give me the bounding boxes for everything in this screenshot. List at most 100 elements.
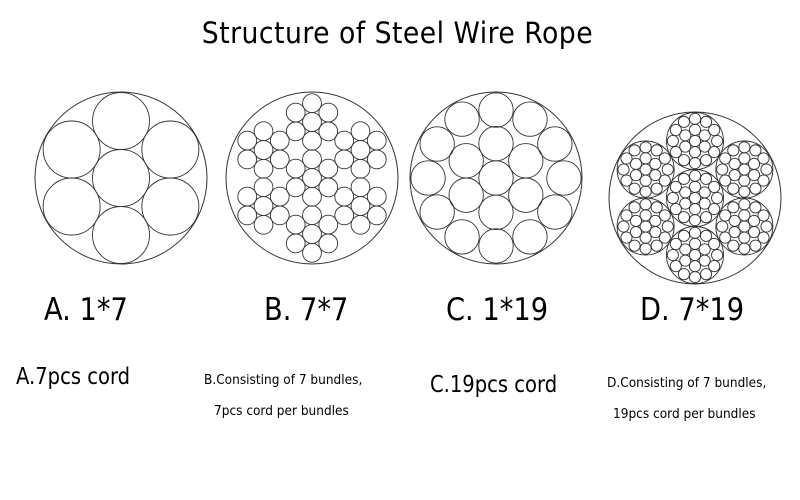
rope-d-bundle-outer-wire <box>661 163 674 176</box>
rope-d-bundle-outer-wire <box>669 123 682 136</box>
rope-d-bundle-outer-wire <box>727 201 740 214</box>
rope-d-bundle-outer-wire <box>628 144 641 157</box>
rope-d-bundle-outer-wire <box>708 260 721 273</box>
rope-a-center-wire <box>92 149 150 207</box>
rope-d-core-bundle-inner-wire <box>698 197 711 210</box>
rope-d-bundle-outer-wire <box>677 154 690 167</box>
rope-d-bundle-outline <box>715 197 774 256</box>
rope-b-core-strand-outer-wire <box>302 186 322 207</box>
rope-b-strand-center-wire <box>350 196 371 216</box>
rope-d-bundle-inner-wire <box>748 226 761 239</box>
rope-d-bundle-outer-wire <box>711 248 724 262</box>
rope-d-bundle-outer-wire <box>669 260 682 273</box>
rope-b-outline <box>225 91 399 265</box>
rope-d-bundle-outline <box>616 197 675 256</box>
rope-b-strand-outer-wire <box>366 130 387 151</box>
rope-d-core-bundle-outer-wire <box>688 214 702 227</box>
rope-d-bundle-inner-wire <box>649 169 662 182</box>
rope-d-bundle-outer-wire <box>738 242 751 255</box>
rope-d-bundle-outer-wire <box>639 242 652 255</box>
rope-d-bundle-outer-wire <box>749 239 762 252</box>
rope-d-bundle-inner-wire <box>698 254 711 267</box>
rope-d-bundle-outer-wire <box>661 220 674 233</box>
rope-d-bundle-outer-wire <box>708 237 721 250</box>
rope-b-strand-outer-wire <box>366 149 387 170</box>
rope-c-center-wire <box>478 160 514 196</box>
rope-d-bundle-outer-wire <box>617 163 630 176</box>
rope-d-description-line-2: 19pcs cord per bundles <box>613 406 756 422</box>
rope-d-bundle-outer-wire <box>700 268 713 281</box>
rope-d-bundle-outer-wire <box>700 115 713 128</box>
rope-d-bundle-outer-wire <box>757 231 770 244</box>
rope-c-inner-wire <box>448 143 484 179</box>
rope-c-outline <box>409 91 583 265</box>
rope-d-bundle-outer-wire <box>639 141 652 154</box>
rope-d-bundle-outline <box>666 226 724 284</box>
rope-d-bundle-outer-wire <box>716 220 729 233</box>
rope-d-bundle-outer-wire <box>677 229 690 242</box>
rope-d-bundle-outer-wire <box>738 198 751 211</box>
rope-a-outline <box>34 91 208 265</box>
rope-d-bundle-inner-wire <box>629 157 642 170</box>
rope-d-bundle-outer-wire <box>650 201 663 214</box>
rope-b-strand-center-wire <box>302 224 322 244</box>
rope-d-bundle-inner-wire <box>698 140 711 153</box>
rope-c-inner-wire <box>508 177 544 213</box>
rope-b-strand-outer-wire <box>350 177 371 198</box>
rope-b-strand-outer-wire <box>350 158 371 179</box>
rope-a-outer-wire <box>92 92 150 150</box>
rope-b-strand-outer-wire <box>269 205 290 226</box>
rope-c-outer-wire <box>546 160 582 196</box>
rope-c-outer-wire <box>444 219 480 255</box>
rope-c-inner-wire <box>478 125 514 162</box>
rope-d-core-bundle-outline <box>666 169 724 227</box>
rope-d-bundle-outer-wire <box>620 152 633 165</box>
rope-d-core-bundle-outer-wire <box>708 203 721 216</box>
rope-d-bundle-inner-wire <box>748 169 761 182</box>
rope-b-strand-outer-wire <box>237 130 258 151</box>
rope-d-bundle-outer-wire <box>749 201 762 214</box>
rope-d-bundle-outer-wire <box>617 220 630 233</box>
rope-b-strand-outer-wire <box>350 214 371 235</box>
rope-d-bundle-outer-wire <box>757 174 770 187</box>
rope-b-strand-outer-wire <box>285 233 306 254</box>
rope-c-outer-wire <box>478 228 514 264</box>
rope-a-outer-wire <box>42 177 101 236</box>
rope-d-bundle-inner-wire <box>679 129 692 142</box>
rope-d-bundle-outer-wire <box>628 201 641 214</box>
rope-b-strand-outer-wire <box>253 214 274 235</box>
rope-d-bundle-inner-wire <box>629 214 642 227</box>
rope-d-bundle-outer-wire <box>719 174 732 187</box>
rope-c-outer-wire <box>537 194 573 230</box>
rope-d-bundle-outer-wire <box>727 144 740 157</box>
rope-d-bundle-outer-wire <box>738 185 751 198</box>
rope-b-strand-outer-wire <box>302 130 322 151</box>
rope-c-inner-wire <box>448 177 484 213</box>
rope-d-bundle-outer-wire <box>658 209 671 222</box>
rope-c-outer-wire <box>444 101 480 137</box>
rope-a-code: A. 1*7 <box>44 292 128 328</box>
rope-b-strand-outer-wire <box>366 205 387 226</box>
rope-b-strand-outer-wire <box>366 186 387 207</box>
rope-a-outer-wire <box>92 206 150 264</box>
rope-d-bundle-outer-wire <box>757 152 770 165</box>
rope-b-strand-outer-wire <box>318 102 339 123</box>
rope-b-strand-outer-wire <box>269 130 290 151</box>
rope-d-bundle-outer-wire <box>650 182 663 195</box>
rope-d-bundle-outer-wire <box>749 144 762 157</box>
rope-b-strand-outer-wire <box>237 205 258 226</box>
rope-c-outer-wire <box>512 219 548 255</box>
rope-d-bundle-outline <box>715 140 774 199</box>
rope-b-strand-outer-wire <box>334 149 355 170</box>
rope-d-bundle-outer-wire <box>677 115 690 128</box>
rope-c-outer-wire <box>419 194 455 230</box>
rope-d-bundle-inner-wire <box>728 214 741 227</box>
rope-d-bundle-outer-wire <box>719 209 732 222</box>
rope-d-core-bundle-outer-wire <box>669 203 682 216</box>
rope-c-inner-wire <box>508 143 544 179</box>
rope-d-bundle-outer-wire <box>620 174 633 187</box>
rope-b-core-strand-outer-wire <box>318 177 339 198</box>
rope-d-core-bundle-outer-wire <box>677 211 690 224</box>
rope-d-bundle-outline <box>666 112 724 170</box>
rope-d-core-bundle-outer-wire <box>669 180 682 193</box>
